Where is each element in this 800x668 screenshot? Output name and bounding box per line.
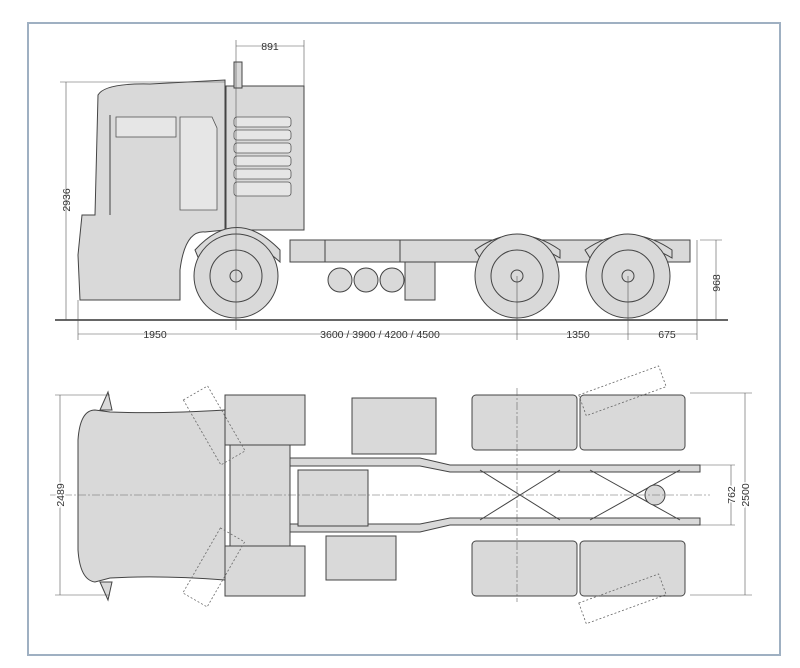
- fender-front-right: [224, 545, 306, 597]
- dim-wheelbase: 3600 / 3900 / 4200 / 4500: [320, 329, 440, 341]
- top-view: 2489 762 2500: [50, 365, 754, 625]
- frame-rail-left: [289, 457, 701, 473]
- door-swing-right: [182, 527, 246, 608]
- cab-roof: [77, 409, 226, 583]
- battery-box-top: [325, 535, 397, 581]
- engine: [229, 444, 291, 547]
- dim-frame-width: 762: [726, 486, 738, 504]
- battery-box: [404, 261, 436, 301]
- tire-swing-right: [578, 573, 667, 625]
- rear-tire-right-2: [579, 540, 686, 597]
- fuel-tank: [324, 239, 401, 263]
- gearbox: [297, 469, 369, 527]
- mirror-left: [99, 390, 113, 411]
- dim-rear-overhang: 675: [658, 329, 676, 341]
- rear-tire-left-2: [579, 394, 686, 451]
- dim-cab-width: 2489: [55, 483, 67, 507]
- dim-fifth-wheel-height: 968: [711, 274, 723, 292]
- air-tank: [379, 267, 405, 293]
- air-tank: [353, 267, 379, 293]
- mirror-right: [99, 581, 113, 602]
- dim-front-overhang: 1950: [143, 329, 167, 341]
- door-window: [179, 116, 218, 211]
- rear-tire-right-1: [471, 540, 578, 597]
- cab-window: [115, 116, 177, 138]
- dim-891: 891: [261, 41, 279, 53]
- dim-overall-width: 2500: [740, 483, 752, 507]
- dim-tandem-spacing: 1350: [566, 329, 590, 341]
- door-swing-left: [182, 385, 246, 466]
- dim-overall-height: 2936: [61, 188, 73, 212]
- side-view: 891 2936 1950 3600 / 3900 / 4200 / 4500 …: [55, 40, 728, 341]
- fender-front-left: [224, 394, 306, 446]
- air-tank: [327, 267, 353, 293]
- exhaust-stack: [233, 61, 243, 89]
- side-vents: [233, 116, 292, 197]
- tire-swing-left: [578, 365, 667, 417]
- rear-tire-left-1: [471, 394, 578, 451]
- fuel-tank-top: [351, 397, 437, 455]
